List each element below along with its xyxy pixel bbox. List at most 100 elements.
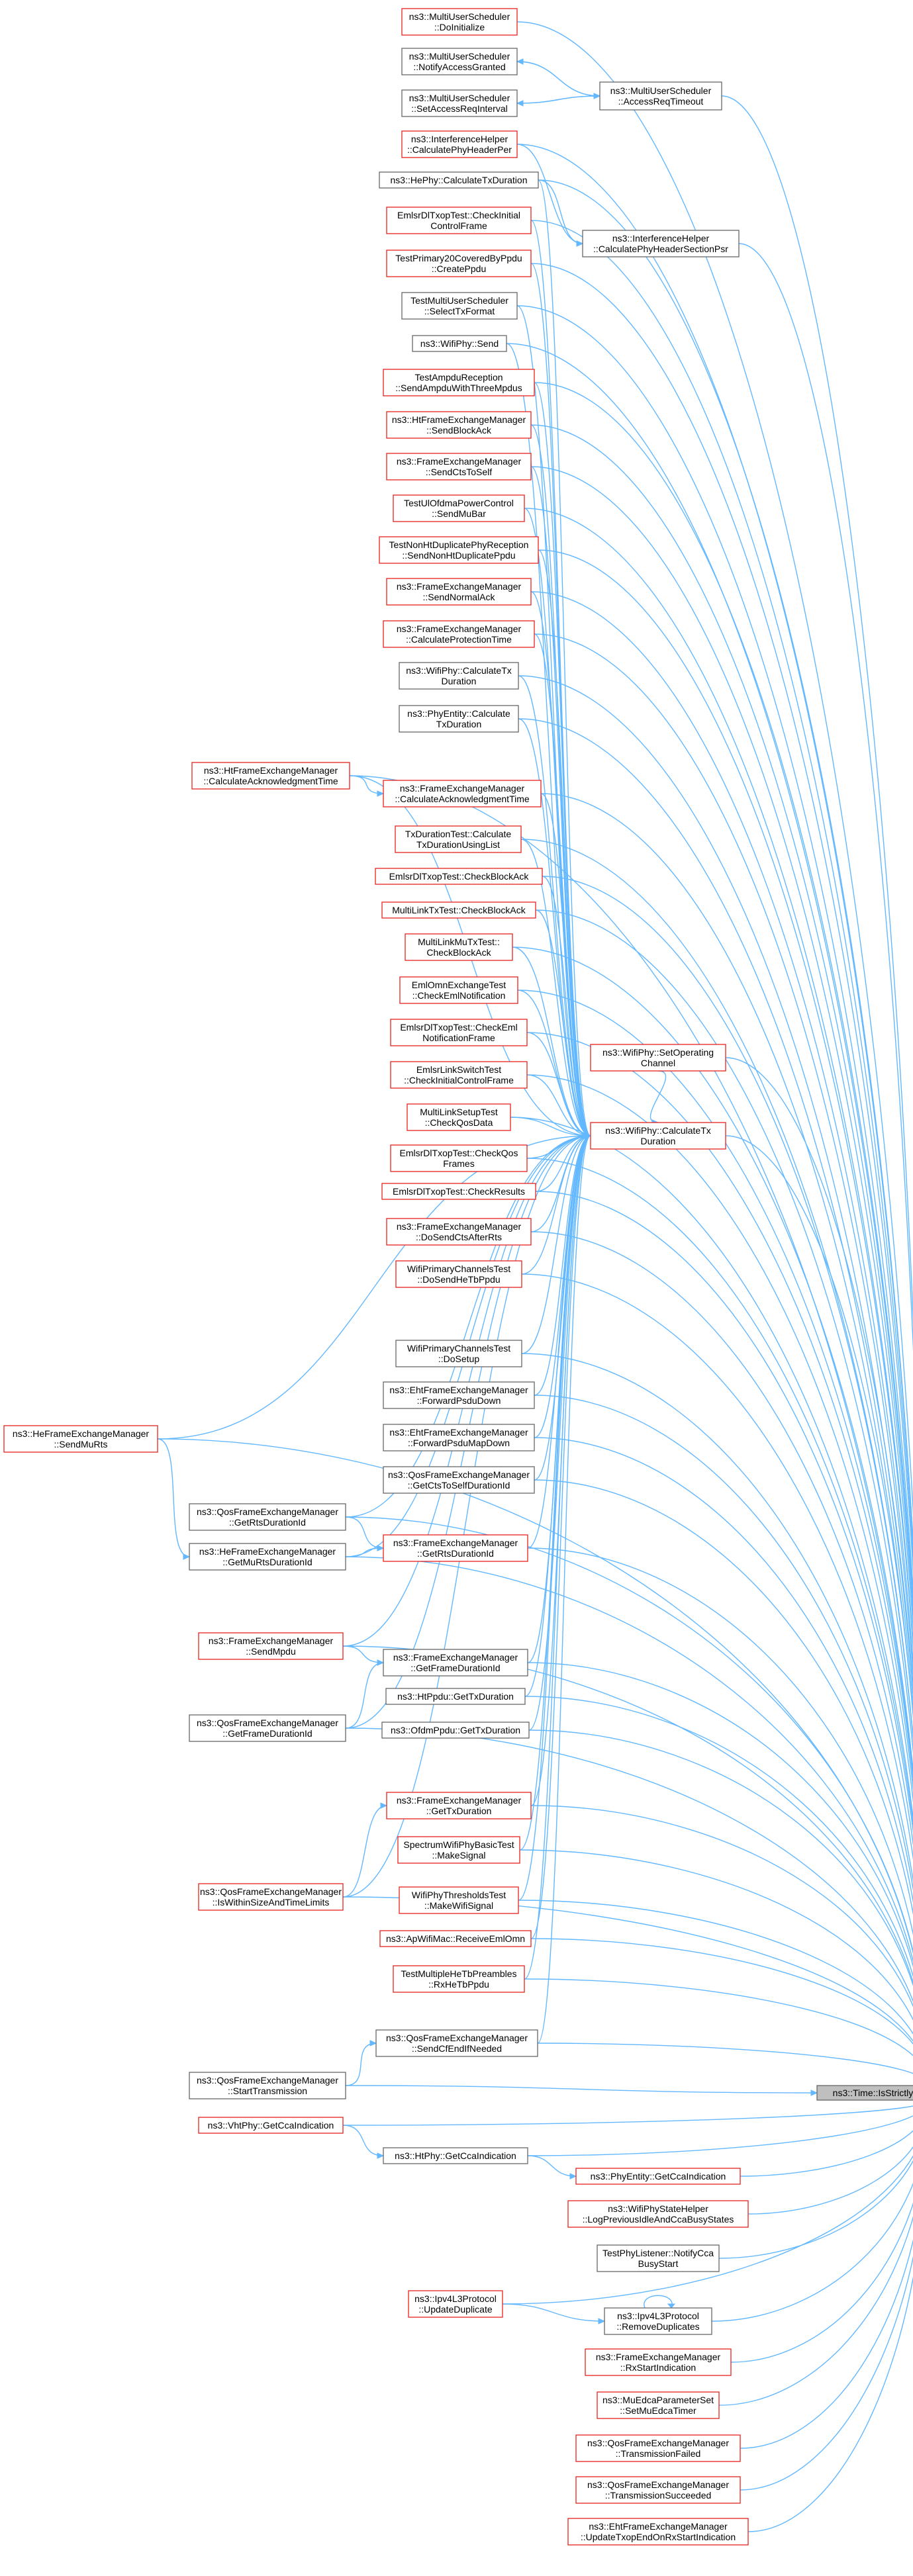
function-node[interactable]: EmlsrDlTxopTest::CheckInitialControlFram… — [386, 207, 532, 234]
edge-n18-to-root — [534, 633, 913, 1678]
node-box — [383, 1424, 535, 1451]
function-node[interactable]: TestMultipleHeTbPreambles::RxHeTbPpdu — [393, 1965, 525, 1993]
function-node[interactable]: TxDurationTest::CalculateTxDurationUsing… — [395, 825, 522, 853]
function-node[interactable]: ns3::HeFrameExchangeManager::GetMuRtsDur… — [189, 1543, 346, 1571]
function-node[interactable]: WifiPhyThresholdsTest::MakeWifiSignal — [399, 1886, 519, 1914]
function-node[interactable]: MultiLinkMuTxTest::CheckBlockAck — [405, 933, 513, 961]
function-node[interactable]: ns3::ApWifiMac::ReceiveEmlOmn — [379, 1930, 532, 1947]
function-node[interactable]: TestNonHtDuplicatePhyReception::SendNonH… — [379, 536, 539, 564]
function-node[interactable]: MultiLinkSetupTest::CheckQosData — [407, 1103, 511, 1131]
edge-n43-to-root — [345, 1556, 913, 1963]
function-node[interactable]: EmlsrLinkSwitchTest::CheckInitialControl… — [390, 1061, 528, 1089]
function-node[interactable]: ns3::MultiUserScheduler::SetAccessReqInt… — [401, 89, 518, 117]
function-node[interactable]: MultiLinkTxTest::CheckBlockAck — [381, 901, 536, 919]
function-node[interactable]: ns3::FrameExchangeManager::GetTxDuration — [386, 1792, 532, 1819]
edge-line — [345, 1516, 384, 1549]
function-node[interactable]: ns3::QosFrameExchangeManager::StartTrans… — [189, 2072, 346, 2099]
function-node[interactable]: TestMultiUserScheduler::SelectTxFormat — [401, 292, 518, 320]
function-node[interactable]: ns3::WifiPhyStateHelper::LogPreviousIdle… — [567, 2200, 749, 2228]
node-label: ::AccessReqTimeout — [618, 96, 704, 107]
function-node[interactable]: EmlsrDlTxopTest::CheckResults — [381, 1183, 536, 1200]
node-label: ::DoSendCtsAfterRts — [416, 1232, 502, 1242]
edge-arrowhead — [569, 2173, 577, 2180]
function-node[interactable]: ns3::HtFrameExchangeManager::CalculateAc… — [191, 762, 350, 790]
function-node[interactable]: TestAmpduReception::SendAmpduWithThreeMp… — [383, 369, 535, 396]
function-node[interactable]: ns3::MuEdcaParameterSet::SetMuEdcaTimer — [597, 2391, 720, 2419]
function-node[interactable]: ns3::InterferenceHelper::CalculatePhyHea… — [582, 230, 740, 257]
function-node[interactable]: ns3::FrameExchangeManager::DoSendCtsAfte… — [386, 1218, 532, 1246]
function-node[interactable]: ns3::MultiUserScheduler::DoInitialize — [401, 8, 518, 36]
function-node[interactable]: ns3::QosFrameExchangeManager::GetRtsDura… — [189, 1503, 346, 1531]
edge-n23-to-root — [520, 839, 913, 1741]
edge-line — [345, 2043, 377, 2086]
function-node[interactable]: WifiPrimaryChannelsTest::DoSendHeTbPpdu — [395, 1260, 522, 1288]
edge-line — [516, 61, 601, 97]
function-node[interactable]: ns3::QosFrameExchangeManager::GetFrameDu… — [189, 1714, 346, 1742]
function-node[interactable]: ns3::PhyEntity::GetCcaIndication — [575, 2168, 741, 2185]
function-node[interactable]: ns3::EhtFrameExchangeManager::ForwardPsd… — [383, 1381, 535, 1409]
function-node[interactable]: ns3::FrameExchangeManager::SendCtsToSelf — [386, 453, 532, 481]
node-label: ns3::MultiUserScheduler — [409, 11, 510, 22]
function-node[interactable]: ns3::HtFrameExchangeManager::SendBlockAc… — [386, 411, 532, 439]
function-node[interactable]: ns3::FrameExchangeManager::CalculateProt… — [383, 620, 535, 648]
edge-n21-to-n22 — [349, 775, 385, 797]
node-box — [383, 1534, 528, 1562]
function-node[interactable]: ns3::QosFrameExchangeManager::SendCfEndI… — [375, 2029, 538, 2057]
function-node[interactable]: EmlsrDlTxopTest::CheckBlockAck — [375, 868, 543, 885]
function-node[interactable]: ns3::Ipv4L3Protocol::RemoveDuplicates — [604, 2307, 712, 2335]
function-node[interactable]: ns3::PhyEntity::CalculateTxDuration — [399, 705, 519, 733]
function-node[interactable]: ns3::HePhy::CalculateTxDuration — [379, 171, 539, 189]
function-node[interactable]: ns3::OfdmPpdu::GetTxDuration — [381, 1722, 530, 1739]
edge-line — [526, 1032, 913, 1793]
function-node[interactable]: ns3::HtPpdu::GetTxDuration — [385, 1688, 526, 1705]
function-node[interactable]: ns3::VhtPhy::GetCcaIndication — [198, 2117, 344, 2134]
function-node[interactable]: WifiPrimaryChannelsTest::DoSetup — [395, 1340, 522, 1367]
function-node[interactable]: ns3::HtPhy::GetCcaIndication — [383, 2147, 528, 2164]
node-label: ::RxStartIndication — [620, 2362, 696, 2373]
node-box — [383, 620, 535, 648]
root-node[interactable]: ns3::Time::IsStrictlyPositive — [816, 2085, 913, 2101]
edge-n52-to-n32 — [342, 1132, 592, 1898]
node-label: ::IsWithinSizeAndTimeLimits — [213, 1897, 330, 1908]
function-node[interactable]: ns3::EhtFrameExchangeManager::ForwardPsd… — [383, 1424, 535, 1451]
node-box — [386, 1792, 532, 1819]
node-label: MultiLinkTxTest::CheckBlockAck — [392, 905, 526, 915]
function-node[interactable]: ns3::Ipv4L3Protocol::UpdateDuplicate — [408, 2290, 503, 2318]
edge-line — [534, 1479, 913, 1915]
function-node[interactable]: ns3::WifiPhy::CalculateTxDuration — [590, 1122, 726, 1150]
function-node[interactable]: TestUlOfdmaPowerControl::SendMuBar — [393, 494, 525, 522]
node-box — [393, 1965, 525, 1993]
function-node[interactable]: ns3::FrameExchangeManager::GetFrameDurat… — [383, 1649, 528, 1677]
function-node[interactable]: ns3::FrameExchangeManager::SendMpdu — [198, 1632, 344, 1660]
edge-line — [521, 1135, 591, 1354]
edge-line — [517, 989, 913, 1784]
function-node[interactable]: ns3::HeFrameExchangeManager::SendMuRts — [3, 1425, 158, 1453]
function-node[interactable]: EmlsrDlTxopTest::CheckEmlNotificationFra… — [390, 1019, 528, 1046]
edge-line — [157, 1438, 190, 1557]
function-node[interactable]: EmlOmnExchangeTest::CheckEmlNotification — [399, 976, 518, 1004]
node-box — [383, 369, 535, 396]
node-label: ns3::QosFrameExchangeManager — [200, 1886, 342, 1897]
function-node[interactable]: ns3::MultiUserScheduler::NotifyAccessGra… — [401, 48, 518, 75]
function-node[interactable]: SpectrumWifiPhyBasicTest::MakeSignal — [397, 1836, 520, 1864]
function-node[interactable]: ns3::QosFrameExchangeManager::Transmissi… — [575, 2476, 741, 2504]
function-node[interactable]: ns3::FrameExchangeManager::SendNormalAck — [386, 578, 532, 606]
function-node[interactable]: ns3::InterferenceHelper::CalculatePhyHea… — [401, 130, 518, 158]
node-label: TxDurationUsingList — [416, 839, 500, 850]
function-node[interactable]: ns3::MultiUserScheduler::AccessReqTimeou… — [599, 81, 722, 111]
function-node[interactable]: ns3::WifiPhy::Send — [412, 335, 507, 352]
function-node[interactable]: ns3::EhtFrameExchangeManager::UpdateTxop… — [567, 2518, 749, 2546]
function-node[interactable]: ns3::FrameExchangeManager::CalculateAckn… — [383, 780, 542, 807]
function-node[interactable]: ns3::QosFrameExchangeManager::Transmissi… — [575, 2434, 741, 2462]
function-node[interactable]: ns3::FrameExchangeManager::GetRtsDuratio… — [383, 1534, 528, 1562]
node-label: ns3::FrameExchangeManager — [397, 1795, 522, 1806]
function-node[interactable]: ns3::QosFrameExchangeManager::GetCtsToSe… — [383, 1466, 535, 1494]
function-node[interactable]: ns3::QosFrameExchangeManager::IsWithinSi… — [198, 1883, 344, 1911]
node-label: ns3::WifiPhyStateHelper — [608, 2203, 708, 2214]
function-node[interactable]: TestPrimary20CoveredByPpdu::CreatePpdu — [386, 250, 532, 277]
function-node[interactable]: ns3::FrameExchangeManager::RxStartIndica… — [585, 2348, 732, 2376]
function-node[interactable]: ns3::WifiPhy::CalculateTxDuration — [399, 662, 519, 690]
